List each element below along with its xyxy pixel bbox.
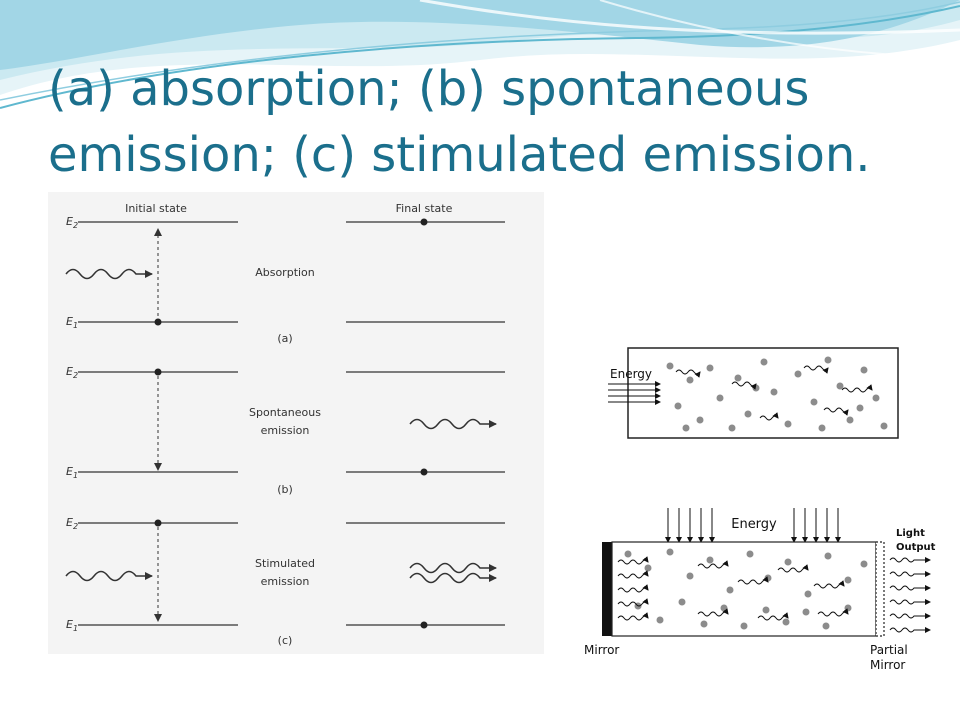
gain-medium-photons: [675, 365, 873, 421]
emitted-photon-b: [409, 418, 497, 430]
level-label-e1-a: E1: [66, 315, 78, 330]
light-output-beams: [889, 557, 931, 633]
wave-header-decoration: [0, 0, 960, 109]
gain-medium-diagram: Energy: [592, 328, 910, 450]
light-output-label-2: Output: [896, 542, 936, 553]
process-stimulated-emission: E2 Stimulated emission E1 (c): [65, 516, 505, 647]
laser-photons: [617, 556, 849, 621]
process-tag-c: (c): [278, 634, 293, 647]
wave-line-4: [599, 0, 960, 59]
wave-line-2: [0, 1, 960, 101]
incoming-photon-a: [65, 268, 153, 280]
gain-medium-energy-label: Energy: [610, 367, 652, 381]
process-label-spontaneous-1: Spontaneous: [249, 406, 321, 419]
electron-initial-b: [154, 368, 162, 376]
laser-cavity-box: [611, 541, 877, 637]
laser-energy-label: Energy: [731, 517, 777, 532]
partial-mirror-label-1: Partial: [870, 643, 908, 657]
energy-level-svg: Initial state Final state E2 Absorption …: [65, 202, 505, 647]
emitted-photon-c-1: [409, 562, 497, 574]
process-label-stimulated-1: Stimulated: [255, 557, 315, 570]
level-label-e2-c: E2: [66, 516, 78, 531]
emitted-photon-c-2: [409, 572, 497, 584]
process-tag-a: (a): [277, 332, 292, 345]
process-tag-b: (b): [277, 483, 293, 496]
process-spontaneous-emission: E2 Spontaneous emission E1 (b): [66, 365, 505, 496]
laser-cavity-diagram: Energy Light Output: [578, 502, 940, 680]
energy-level-diagram: Initial state Final state E2 Absorption …: [48, 192, 544, 654]
process-absorption: E2 Absorption E1 (a): [65, 215, 505, 345]
process-label-stimulated-2: emission: [261, 575, 310, 588]
wave-band-blue: [0, 0, 960, 70]
laser-cavity-svg: Energy Light Output: [584, 508, 936, 672]
initial-state-header: Initial state: [125, 202, 187, 215]
level-label-e1-c: E1: [66, 618, 78, 633]
slide-title: (a) absorption; (b) spontaneous emission…: [48, 61, 871, 183]
level-label-e2-a: E2: [66, 215, 78, 230]
electron-initial-a: [154, 318, 162, 326]
electron-final-a: [420, 218, 428, 226]
full-mirror: [602, 542, 612, 636]
level-label-e1-b: E1: [66, 465, 78, 480]
partial-mirror-label-2: Mirror: [870, 658, 905, 672]
wave-line-3: [419, 0, 960, 35]
incoming-photon-c: [65, 570, 153, 582]
process-label-spontaneous-2: emission: [261, 424, 310, 437]
level-label-e2-b: E2: [66, 365, 78, 380]
light-output-label-1: Light: [896, 528, 925, 539]
gain-medium-atoms: [666, 356, 888, 432]
pump-arrows: [608, 381, 661, 405]
laser-pump-arrows: [665, 508, 841, 543]
electron-initial-c: [154, 519, 162, 527]
partial-mirror: [875, 541, 885, 637]
process-label-absorption: Absorption: [255, 266, 315, 279]
electron-final-b: [420, 468, 428, 476]
wave-line-1: [0, 5, 960, 109]
electron-final-c: [420, 621, 428, 629]
final-state-header: Final state: [396, 202, 453, 215]
mirror-label: Mirror: [584, 643, 619, 657]
gain-medium-svg: Energy: [608, 347, 899, 439]
